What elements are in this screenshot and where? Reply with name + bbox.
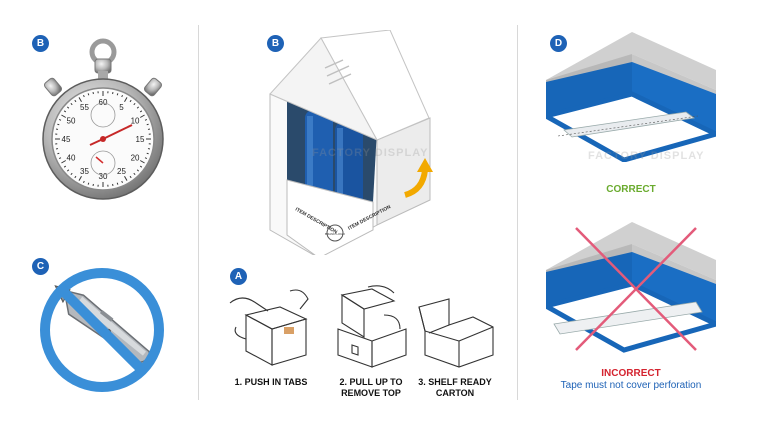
step-3-label: 3. SHELF READY CARTON (410, 377, 500, 399)
shelf-ready-box-illustration: BRAND LOGO ITEM DESCRIPTION ITEM DESCRIP… (269, 30, 433, 255)
dial-tick (83, 180, 85, 184)
dial-tick (61, 160, 67, 164)
right-panel: D CORRECT INCORRECT Tape must not cover … (518, 0, 768, 435)
left-panel: B 60 5 10 15 20 25 30 35 40 45 50 55 C (0, 0, 200, 435)
dial-tick (121, 180, 123, 184)
incorrect-label: INCORRECT (601, 368, 661, 379)
dial-tick (139, 114, 145, 118)
dial-tick (78, 97, 82, 103)
dial-tick (66, 106, 70, 109)
dial-tick (124, 175, 128, 181)
dial-tick (66, 169, 70, 172)
dial-number: 25 (117, 167, 126, 176)
middle-panel: B BRAND LOGO ITEM DESCRIPTION ITEM DESCR… (200, 0, 517, 435)
dial-tick (87, 93, 90, 96)
dial-number: 10 (131, 117, 140, 126)
stopwatch-icon: 60 5 10 15 20 25 30 35 40 45 50 55 (42, 38, 164, 200)
badge-box: B (267, 35, 284, 52)
dial-tick (57, 123, 60, 126)
dial-number: 35 (80, 167, 89, 176)
badge-steps: A (230, 268, 247, 285)
dial-tick (87, 182, 90, 185)
dial-tick (144, 157, 148, 159)
dial-tick (136, 106, 140, 109)
watermark-right: FACTORY DISPLAY (588, 150, 705, 162)
step-3-text-2: CARTON (435, 388, 475, 398)
no-box-cutter-icon (40, 268, 164, 392)
dial-tick (57, 152, 60, 155)
dial-tick (61, 114, 67, 118)
step-1-illustration (229, 289, 309, 366)
divider-right (517, 25, 518, 400)
dial-tick (74, 99, 77, 103)
dial-tick (116, 93, 119, 96)
dial-tick (74, 175, 77, 179)
dial-number: 50 (67, 117, 76, 126)
dial-number: 55 (80, 103, 89, 112)
dial-number: 45 (62, 135, 71, 144)
dial-number: 5 (119, 103, 124, 112)
dial-number: 15 (136, 135, 145, 144)
dial-tick (58, 119, 62, 121)
dial-tick (139, 110, 143, 113)
dial-number: 60 (99, 98, 108, 107)
badge-tape: D (550, 35, 567, 52)
dial-tick (133, 172, 136, 176)
dial-tick (78, 175, 82, 181)
dial-tick (146, 152, 149, 155)
dial-number: 20 (131, 154, 140, 163)
incorrect-note: Tape must not cover perforation (560, 380, 702, 391)
dial-tick (70, 172, 73, 176)
dial-number: 30 (99, 172, 108, 181)
divider-left (198, 25, 199, 400)
dial-number: 40 (67, 154, 76, 163)
box-logo-text: BRAND LOGO (325, 232, 346, 236)
tape-incorrect-illustration (546, 222, 716, 353)
step-3-illustration (418, 298, 494, 368)
dial-tick (116, 182, 119, 185)
badge-stopwatch: B (32, 35, 49, 52)
dial-tick (136, 169, 140, 172)
dial-tick (124, 97, 128, 103)
dial-tick (139, 160, 145, 164)
dial-tick (139, 165, 143, 168)
dial-tick (63, 165, 67, 168)
step-3-text-1: 3. SHELF READY (418, 377, 492, 387)
badge-knife: C (32, 258, 49, 275)
dial-tick (129, 175, 132, 179)
step-2-label: 2. PULL UP TO REMOVE TOP (326, 377, 416, 399)
dial-tick (129, 99, 132, 103)
dial-tick (146, 123, 149, 126)
step-2-text-1: 2. PULL UP TO (339, 377, 403, 387)
correct-label: CORRECT (606, 184, 656, 195)
dial-tick (83, 94, 85, 98)
dial-tick (70, 102, 73, 106)
dial-tick (144, 119, 148, 121)
dial-tick (121, 94, 123, 98)
step-1-text: 1. PUSH IN TABS (234, 377, 308, 387)
step-2-illustration (337, 285, 407, 368)
dial-tick (133, 102, 136, 106)
step-1-label: 1. PUSH IN TABS (226, 377, 316, 388)
dial-tick (63, 110, 67, 113)
dial-tick (58, 157, 62, 159)
tape-correct-illustration (546, 32, 716, 162)
step-2-text-2: REMOVE TOP (341, 388, 401, 398)
watermark-middle: FACTORY DISPLAY (312, 147, 429, 159)
